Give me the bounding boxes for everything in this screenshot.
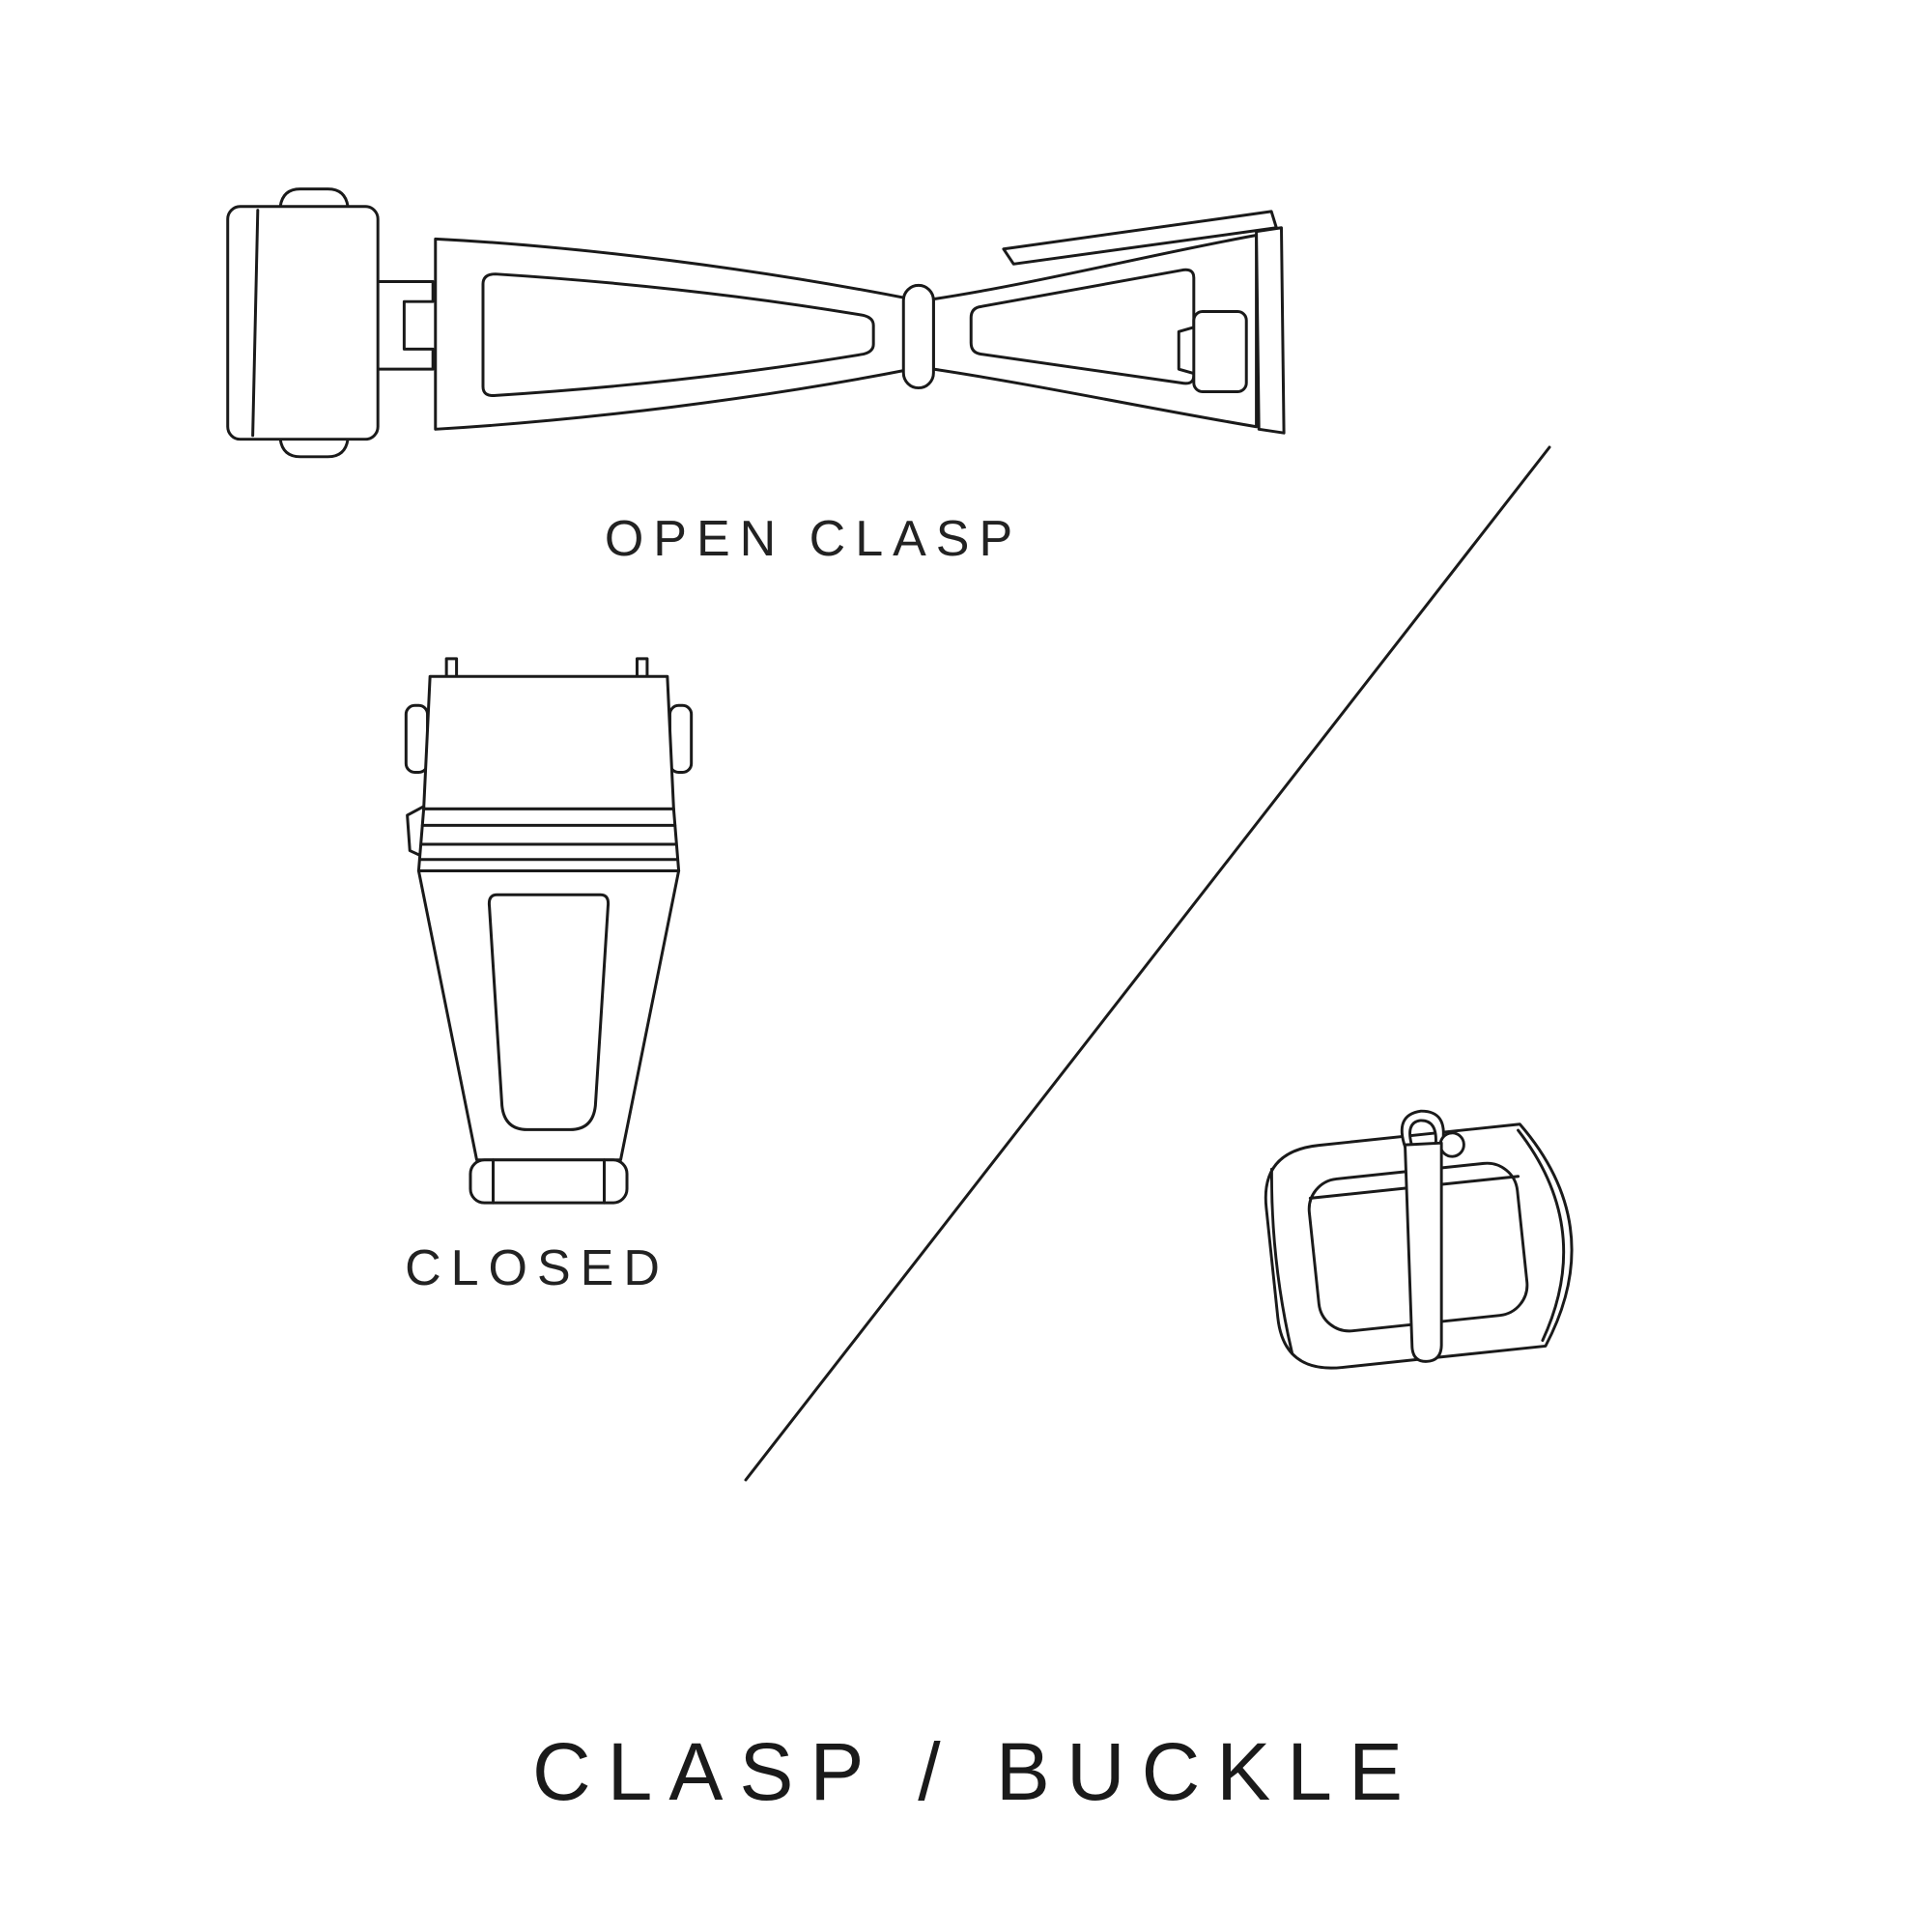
closed-clasp-body-inner — [487, 893, 611, 1131]
buckle-prong — [1404, 1141, 1443, 1363]
clasp-cover-block — [226, 205, 380, 441]
closed-clasp-bottom-cap — [469, 1158, 629, 1205]
closed-clasp-illustration — [404, 657, 694, 1205]
buckle-prong-coil — [1438, 1131, 1465, 1158]
open-clasp-caption: OPEN CLASP — [604, 511, 1023, 567]
clasp-end-bracket — [1255, 226, 1286, 435]
clasp-right-arm — [931, 234, 1259, 429]
clasp-cover-bottom-bump — [278, 438, 350, 459]
clasp-hook-tab — [374, 279, 435, 371]
clasp-right-arm-inner — [969, 268, 1196, 385]
clasp-hinge — [901, 283, 935, 390]
buckle-left-bar-edge — [1269, 1167, 1294, 1355]
closed-clasp-cap-ticks — [491, 1158, 607, 1205]
clasp-cover-top-bump — [278, 187, 350, 209]
buckle-right-bar-edge — [1517, 1128, 1566, 1343]
clasp-cover-fold-line — [251, 209, 260, 438]
buckle-illustration — [1264, 1109, 1574, 1370]
open-clasp-illustration — [226, 187, 1286, 459]
clasp-left-arm-inner — [481, 272, 875, 397]
diagram-title: CLASP / BUCKLE — [531, 1726, 1420, 1817]
closed-clasp-body — [416, 868, 681, 1162]
clasp-catch — [1192, 310, 1248, 393]
closed-clasp-caption: CLOSED — [405, 1240, 669, 1296]
